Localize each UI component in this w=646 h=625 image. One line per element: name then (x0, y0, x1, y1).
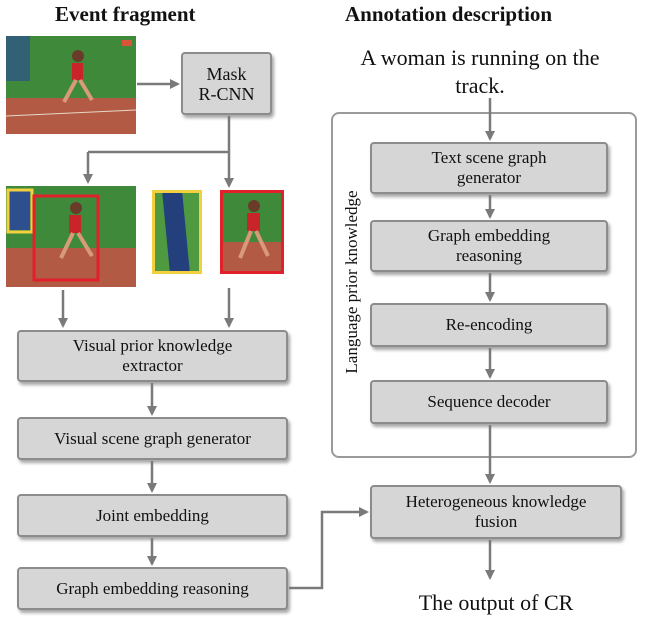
heterogeneous-fusion-box: Heterogeneous knowledge fusion (370, 485, 622, 539)
visual-scene-graph-generator-box: Visual scene graph generator (17, 417, 288, 460)
joint-embedding-box: Joint embedding (17, 494, 288, 537)
event-fragment-heading: Event fragment (55, 2, 196, 26)
masked-frame-image (6, 186, 136, 287)
crop-red-image (220, 190, 284, 274)
right-graph-embedding-reasoning-box: Graph embedding reasoning (370, 220, 608, 272)
crop-red-drawing (220, 190, 284, 274)
masked-frame-drawing (6, 186, 136, 287)
output-text: The output of CR (418, 590, 574, 615)
crop-yellow-image (152, 190, 202, 274)
language-prior-panel (331, 112, 637, 458)
visual-prior-extractor-box: Visual prior knowledge extractor (17, 330, 288, 382)
arrow-reasoning-to-fusion (289, 507, 369, 590)
sequence-decoder-box: Sequence decoder (370, 380, 608, 424)
annotation-sentence: A woman is running on the track. (360, 45, 600, 98)
mask-rcnn-box: Mask R-CNN (181, 52, 272, 115)
re-encoding-box: Re-encoding (370, 303, 608, 347)
annotation-description-heading: Annotation description (345, 2, 553, 26)
runner-frame-drawing (6, 36, 136, 134)
crop-yellow-drawing (152, 190, 202, 274)
left-graph-embedding-reasoning-box: Graph embedding reasoning (17, 567, 288, 610)
text-scene-graph-generator-box: Text scene graph generator (370, 142, 608, 194)
event-frame-image (6, 36, 136, 134)
